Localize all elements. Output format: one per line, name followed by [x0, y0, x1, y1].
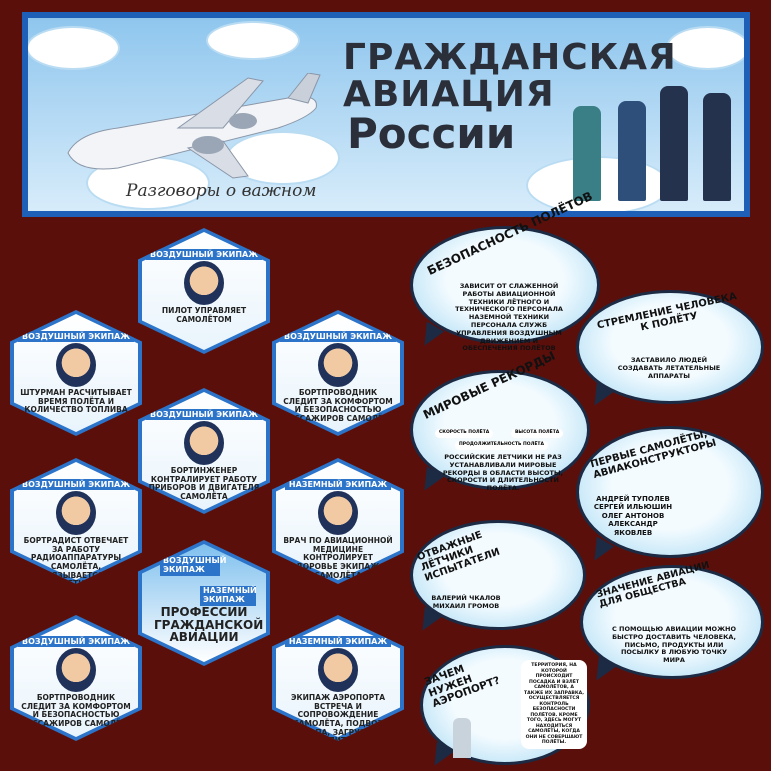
- hex-card-center-title: ВОЗДУШНЫЙ ЭКИПАЖ НАЗЕМНЫЙ ЭКИПАЖ ПРОФЕСС…: [138, 540, 270, 666]
- bubble-test-pilots: ОТВАЖНЫЕ ЛЁТЧИКИ ИСПЫТАТЕЛИ Валерий Чкал…: [410, 520, 586, 630]
- center-tag-ground: НАЗЕМНЫЙ ЭКИПАЖ: [200, 586, 257, 606]
- hex-tag: НАЗЕМНЫЙ ЭКИПАЖ: [284, 479, 392, 490]
- record-label: Скорость полёта: [435, 429, 494, 438]
- person-icon: [703, 93, 731, 201]
- hex-card-flight-engineer: ВОЗДУШНЫЙ ЭКИПАЖ Бортинженер контралируе…: [138, 388, 270, 514]
- designer-name: Олег Антонов: [601, 511, 665, 520]
- bubble-title: ПЕРВЫЕ САМОЛЁТЫ, АВИАКОНСТРУКТОРЫ: [589, 428, 718, 481]
- subtitle: Разговоры о важном: [126, 181, 317, 201]
- hex-card-radio-operator: ВОЗДУШНЫЙ ЭКИПАЖ Бортрадист отвечает за …: [10, 458, 142, 584]
- record-label: Продолжительность полёта: [455, 441, 548, 450]
- bubble-text: Зависит от слаженной работы авиационной …: [455, 282, 563, 353]
- title-line-3: России: [347, 109, 516, 159]
- hex-tag: ВОЗДУШНЫЙ ЭКИПАЖ: [145, 249, 262, 260]
- hex-tag: ВОЗДУШНЫЙ ЭКИПАЖ: [17, 636, 134, 647]
- designer-list: Андрей Туполев Сергей Ильюшин Олег Антон…: [593, 495, 673, 537]
- navigator-avatar: [56, 343, 96, 387]
- hex-text: Штурман расчитывает время полёта и колич…: [20, 388, 132, 415]
- bubble-aspiration: СТРЕМЛЕНИЕ ЧЕЛОВЕКА К ПОЛЁТУ Заставило л…: [576, 290, 764, 404]
- hex-tag: ВОЗДУШНЫЙ ЭКИПАЖ: [17, 479, 134, 490]
- hex-text: Пилот управляет самолётом: [161, 306, 247, 324]
- doctor-avatar: [318, 491, 358, 535]
- hex-tag: ВОЗДУШНЫЙ ЭКИПАЖ: [17, 331, 134, 342]
- bubble-title: ОТВАЖНЫЕ ЛЁТЧИКИ ИСПЫТАТЕЛИ: [415, 529, 502, 584]
- radio-operator-avatar: [56, 491, 96, 535]
- bubble-text: С помощью авиации можно быстро доставить…: [611, 625, 736, 665]
- hex-card-doctor: НАЗЕМНЫЙ ЭКИПАЖ Врач по авиационной меди…: [272, 458, 404, 584]
- bubble-airport: ЗАЧЕМ НУЖЕН АЭРОПОРТ? Территория, на кот…: [420, 645, 590, 765]
- designer-name: Андрей Туполев: [596, 495, 670, 503]
- hex-card-pilot: ВОЗДУШНЫЙ ЭКИПАЖ Пилот управляет самолёт…: [138, 228, 270, 354]
- bubble-flight-safety: БЕЗОПАСНОСТЬ ПОЛЁТОВ Зависит от слаженно…: [410, 189, 600, 352]
- cloud: [28, 28, 118, 68]
- hex-card-navigator: ВОЗДУШНЫЙ ЭКИПАЖ Штурман расчитывает вре…: [10, 310, 142, 436]
- title-banner: ГРАЖДАНСКАЯ АВИАЦИЯ России Разговоры о в…: [22, 12, 750, 217]
- hex-text: Экипаж аэропорта встреча и сопровождение…: [290, 693, 386, 746]
- hex-text: Бортинженер контралирует работу приборов…: [148, 466, 260, 501]
- center-tag-air: ВОЗДУШНЫЙ ЭКИПАЖ: [160, 556, 226, 576]
- bubble-title: ЗНАЧЕНИЕ АВИАЦИИ ДЛЯ ОБЩЕСТВА: [595, 559, 711, 611]
- bubble-first-planes: ПЕРВЫЕ САМОЛЁТЫ, АВИАКОНСТРУКТОРЫ Андрей…: [576, 426, 764, 558]
- cloud: [208, 23, 298, 58]
- cloud: [668, 28, 744, 68]
- hex-tag: ВОЗДУШНЫЙ ЭКИПАЖ: [279, 331, 396, 342]
- airport-crew-avatar: [318, 648, 358, 692]
- hex-text: Врач по авиационной медицине контролируе…: [283, 536, 393, 580]
- hex-text: Бортпроводник следит за комфортом и безо…: [20, 693, 132, 728]
- bubble-world-records: МИРОВЫЕ РЕКОРДЫ Скорость полёта Высота п…: [410, 349, 590, 493]
- bubble-text: Российские летчики не раз устанавливали …: [442, 453, 564, 493]
- hex-text: Бортрадист отвечает за работу радиоаппар…: [23, 536, 129, 589]
- designer-name: Сергей Ильюшин: [593, 503, 673, 512]
- center-title: ПРОФЕССИИ ГРАЖДАНСКОЙ АВИАЦИИ: [154, 605, 264, 645]
- bubble-title: МИРОВЫЕ РЕКОРДЫ: [421, 348, 558, 423]
- bubble-text: Территория, на которой происходит посадк…: [521, 660, 587, 749]
- hex-tag: НАЗЕМНЫЙ ЭКИПАЖ: [284, 636, 392, 647]
- bubble-text: Заставило людей создавать летательные ап…: [617, 356, 721, 380]
- hex-text: Бортпроводник следит за комфортом и безо…: [282, 388, 394, 423]
- person-icon: [618, 101, 646, 201]
- person-icon: [573, 106, 601, 201]
- airplane-icon: [67, 73, 321, 179]
- designer-name: Александр Яковлев: [608, 520, 658, 537]
- bubble-title: ЗАЧЕМ НУЖЕН АЭРОПОРТ?: [422, 662, 502, 711]
- hex-card-airport-crew: НАЗЕМНЫЙ ЭКИПАЖ Экипаж аэропорта встреча…: [272, 615, 404, 741]
- attendant-avatar: [318, 343, 358, 387]
- record-label: Высота полёта: [511, 429, 564, 438]
- title-line-2: АВИАЦИЯ: [343, 73, 555, 115]
- attendant-avatar: [56, 648, 96, 692]
- bubble-title: СТРЕМЛЕНИЕ ЧЕЛОВЕКА К ПОЛЁТУ: [596, 291, 738, 334]
- engineer-avatar: [184, 421, 224, 465]
- bubble-importance: ЗНАЧЕНИЕ АВИАЦИИ ДЛЯ ОБЩЕСТВА С помощью …: [580, 560, 764, 679]
- bubble-text: Валерий Чкалов Михаил Громов: [431, 594, 501, 610]
- page-title: ГРАЖДАНСКАЯ АВИАЦИЯ России: [343, 37, 677, 159]
- person-icon: [660, 86, 688, 201]
- title-line-1: ГРАЖДАНСКАЯ: [343, 37, 677, 78]
- hex-card-flight-attendant: ВОЗДУШНЫЙ ЭКИПАЖ Бортпроводник следит за…: [272, 310, 404, 436]
- pilot-avatar: [184, 261, 224, 305]
- control-tower-icon: [453, 718, 471, 758]
- hex-card-flight-attendant-2: ВОЗДУШНЫЙ ЭКИПАЖ Бортпроводник следит за…: [10, 615, 142, 741]
- hex-tag: ВОЗДУШНЫЙ ЭКИПАЖ: [145, 409, 262, 420]
